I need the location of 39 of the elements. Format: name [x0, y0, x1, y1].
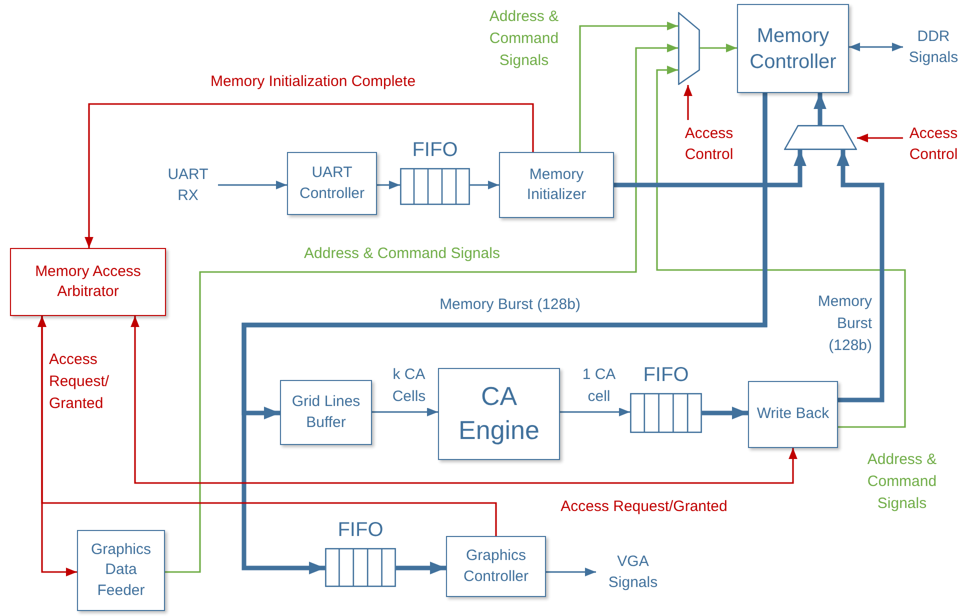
- bus-arrow: [614, 150, 806, 188]
- process-box: Memory Access Arbitrator: [10, 248, 166, 316]
- signal-arrow: [546, 568, 596, 576]
- signal-arrow: [560, 408, 630, 416]
- signal-arrow: [130, 316, 798, 484]
- fifo-label: FIFO: [411, 138, 459, 162]
- bus-arrow: [836, 150, 884, 402]
- process-box: UART Controller: [287, 152, 377, 215]
- signal-arrow: [377, 180, 400, 190]
- process-box: CA Engine: [438, 368, 560, 460]
- signal-arrow: [579, 22, 678, 152]
- signal-label: VGA Signals: [596, 550, 670, 594]
- signal-arrow: [849, 42, 903, 52]
- process-box: Graphics Controller: [446, 536, 546, 597]
- signal-arrow: [165, 44, 678, 573]
- bus-arrow: [702, 406, 748, 420]
- bus-arrow: [242, 93, 768, 574]
- signal-arrow: [470, 180, 499, 190]
- process-box: Memory Initializer: [499, 152, 614, 218]
- signal-arrow: [656, 66, 906, 428]
- process-box: Grid Lines Buffer: [280, 380, 372, 445]
- signal-arrow: [84, 103, 534, 248]
- signal-label: Access Control: [668, 120, 750, 168]
- signal-arrow: [218, 180, 287, 190]
- bus-arrow: [814, 93, 826, 125]
- signal-arrow: [700, 44, 737, 52]
- signal-arrow: [684, 85, 692, 120]
- signal-label: UART RX: [158, 163, 218, 207]
- signal-arrow: [372, 408, 438, 416]
- bus-arrow: [396, 562, 446, 574]
- signal-arrow: [38, 316, 497, 536]
- controller-box: Memory Controller: [737, 4, 849, 93]
- signal-label: DDR Signals: [903, 25, 964, 69]
- fifo-label: FIFO: [642, 363, 690, 387]
- signal-arrow: [857, 134, 903, 142]
- process-box: Write Back: [748, 381, 838, 448]
- process-box: Graphics Data Feeder: [77, 530, 165, 611]
- fifo-label: FIFO: [336, 518, 384, 542]
- signal-label: Access Control: [903, 120, 964, 168]
